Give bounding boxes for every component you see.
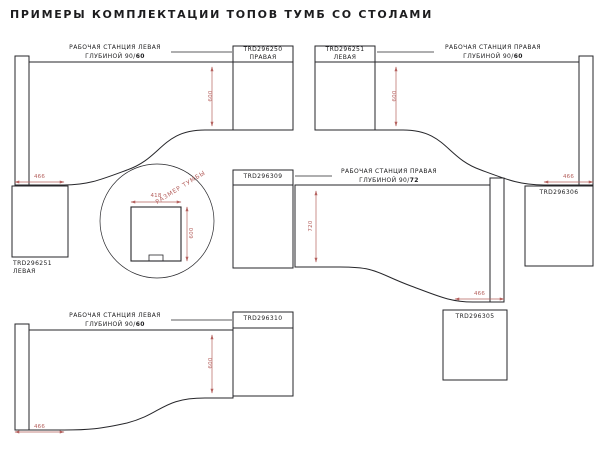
station-c-width-dim-text: 466	[473, 291, 486, 297]
station-d-depth-dim-text: 600	[208, 357, 214, 369]
station-a-side-panel	[14, 55, 30, 186]
station-b-side-cabinet-box	[524, 185, 594, 267]
station-a-dimensions	[14, 66, 214, 184]
station-d-name: РАБОЧАЯ СТАНЦИЯ ЛЕВАЯ	[69, 312, 161, 319]
station-a-side-cabinet-box	[11, 185, 69, 258]
detail-circle	[99, 163, 215, 279]
station-top-right-drawing	[314, 45, 594, 267]
station-d-desk-outline	[28, 329, 234, 431]
station-c-depth-dim-text: 720	[308, 220, 314, 232]
station-b-cabinet-code: TRD296251	[325, 46, 365, 53]
station-d-depth-prefix: ГЛУБИНОЙ 90/	[85, 321, 136, 328]
station-top-left-drawing	[11, 45, 294, 258]
station-c-depth-value: 72	[409, 177, 419, 184]
detail-cabinet-top-square	[130, 206, 182, 262]
page-title: ПРИМЕРЫ КОМПЛЕКТАЦИИ ТОПОВ ТУМБ СО СТОЛА…	[10, 8, 433, 21]
station-b-depth-prefix: ГЛУБИНОЙ 90/	[463, 53, 514, 60]
station-d-cabinet-code: TRD296310	[243, 315, 283, 322]
detail-cabinet-handle-notch	[148, 254, 164, 262]
station-b-cabinet-side-word: ЛЕВАЯ	[333, 54, 357, 61]
station-a-cabinet-box	[232, 45, 294, 131]
station-d-dimensions	[14, 334, 214, 434]
station-a-side-cabinet-side-word: ЛЕВАЯ	[13, 268, 36, 275]
station-b-depth-dim-text: 600	[392, 90, 398, 102]
station-c-dimensions	[314, 190, 505, 301]
station-c-depth-prefix: ГЛУБИНОЙ 90/	[359, 177, 410, 184]
station-b-depth-label: ГЛУБИНОЙ 90/60	[436, 53, 550, 61]
station-b-desk-outline	[374, 61, 580, 186]
station-b-side-panel	[578, 55, 594, 186]
station-c-depth-label: ГЛУБИНОЙ 90/72	[334, 177, 444, 185]
station-a-depth-dim-text: 600	[208, 90, 214, 102]
station-d-side-panel	[14, 323, 30, 431]
station-a-cabinet-side-word: ПРАВАЯ	[249, 54, 277, 61]
station-d-depth-label: ГЛУБИНОЙ 90/60	[58, 321, 172, 329]
station-c-name: РАБОЧАЯ СТАНЦИЯ ПРАВАЯ	[341, 168, 437, 175]
station-a-name: РАБОЧАЯ СТАНЦИЯ ЛЕВАЯ	[69, 44, 161, 51]
station-b-cabinet-box	[314, 45, 376, 131]
station-a-side-cabinet-code: TRD296251	[13, 260, 52, 267]
detail-depth-dim-text: 600	[189, 227, 195, 239]
station-c-cabinet-box	[232, 184, 294, 269]
station-c-cabinet-code: TRD296309	[243, 173, 283, 180]
cabinet-size-detail-drawing	[99, 163, 215, 279]
station-b-dimensions	[394, 66, 594, 184]
station-b-name: РАБОЧАЯ СТАНЦИЯ ПРАВАЯ	[445, 44, 541, 51]
station-c-desk-outline	[294, 184, 491, 303]
station-c-side-cabinet-code: TRD296305	[455, 313, 495, 320]
station-b-width-dim-text: 466	[562, 174, 575, 180]
station-a-depth-label: ГЛУБИНОЙ 90/60	[58, 53, 172, 61]
detail-width-dim-text: 418	[150, 193, 162, 199]
station-b-depth-value: 60	[513, 53, 523, 60]
station-a-depth-value: 60	[135, 53, 145, 60]
station-d-width-dim-text: 466	[33, 424, 46, 430]
station-d-depth-value: 60	[135, 321, 145, 328]
station-c-side-panel	[489, 177, 505, 303]
station-a-depth-prefix: ГЛУБИНОЙ 90/	[85, 53, 136, 60]
station-bottom-left-drawing	[14, 311, 294, 431]
station-a-width-dim-text: 466	[33, 174, 46, 180]
station-middle-right-drawing	[232, 169, 508, 381]
station-c-side-cabinet-box	[442, 309, 508, 381]
station-b-side-cabinet-code: TRD296306	[539, 189, 579, 196]
station-a-desk-outline	[28, 61, 234, 186]
station-a-cabinet-code: TRD296250	[243, 46, 283, 53]
station-d-cabinet-box	[232, 327, 294, 397]
